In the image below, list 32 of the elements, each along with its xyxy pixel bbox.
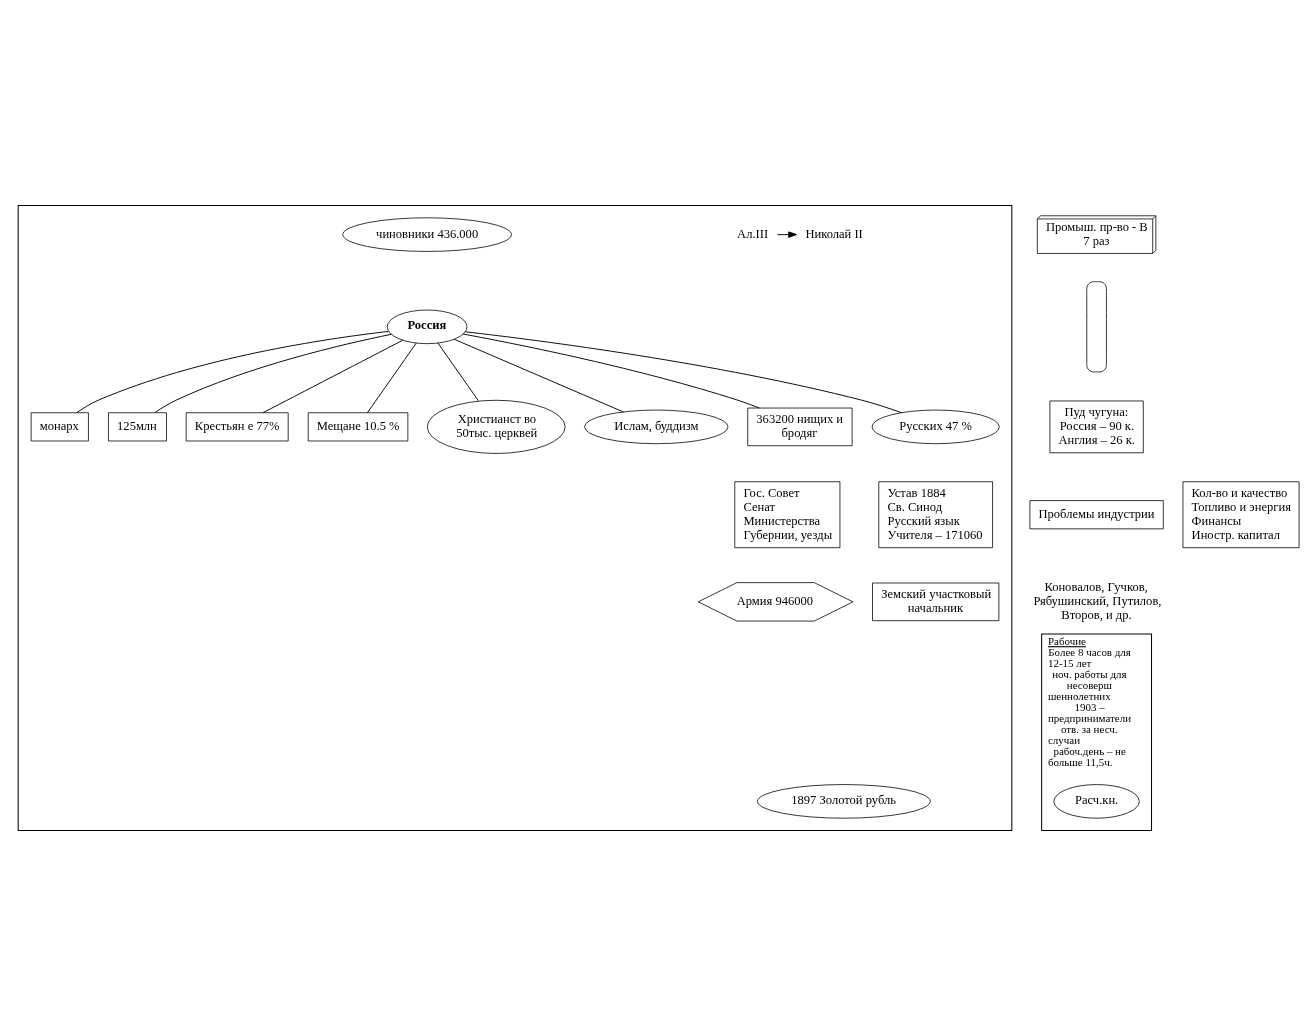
connector	[154, 333, 392, 413]
node-ellipse: чиновники 436.000	[342, 217, 512, 252]
connector	[76, 330, 389, 413]
node-ellipse: 1897 Золотой рубль	[757, 784, 931, 819]
node-box: 363200 нищих и бродяг	[747, 407, 853, 447]
node-box: Мещане 10.5 %	[307, 412, 409, 442]
node-box: Крестьян е 77%	[185, 412, 289, 442]
connector	[437, 342, 479, 402]
node-box: Устав 1884 Св. Синод Русский язык Учителя – 171060	[878, 481, 993, 549]
node-ellipse: Русских 47 %	[871, 409, 1000, 445]
node-box: Проблемы индустрии	[1029, 500, 1164, 530]
cluster	[17, 204, 1013, 832]
label: Коновалов, Гучков, Рябушинский, Путилов, Второв, и др.	[1033, 579, 1162, 622]
node-text: Николай II	[805, 226, 863, 241]
node-box: монарх	[30, 412, 89, 442]
node-box: Земский участковый начальник	[872, 582, 1000, 622]
node-bar	[1086, 281, 1107, 373]
node-ellipse: Россия	[386, 309, 468, 345]
node-box: Гос. Совет Сенат Министерства Губернии, уезды	[734, 481, 841, 549]
node-ellipse: Расч.кн.	[1053, 784, 1140, 819]
node-box: 125млн	[108, 412, 167, 442]
connector	[453, 338, 624, 413]
node-box: Пуд чугуна: Россия – 90 к. Англия – 26 к.	[1049, 400, 1144, 454]
connector	[262, 339, 404, 414]
connector	[464, 331, 902, 414]
node-box: Кол-во и качество Топливо и энергия Финансы Иностр. капитал	[1182, 481, 1300, 549]
node-ellipse: Христианст во 50тыс. церквей	[426, 399, 566, 454]
arrow	[777, 231, 798, 238]
node-text: Ал.III	[737, 226, 769, 241]
node-ellipse: Ислам, буддизм	[584, 409, 729, 445]
connector	[462, 333, 760, 409]
connector	[366, 342, 417, 414]
